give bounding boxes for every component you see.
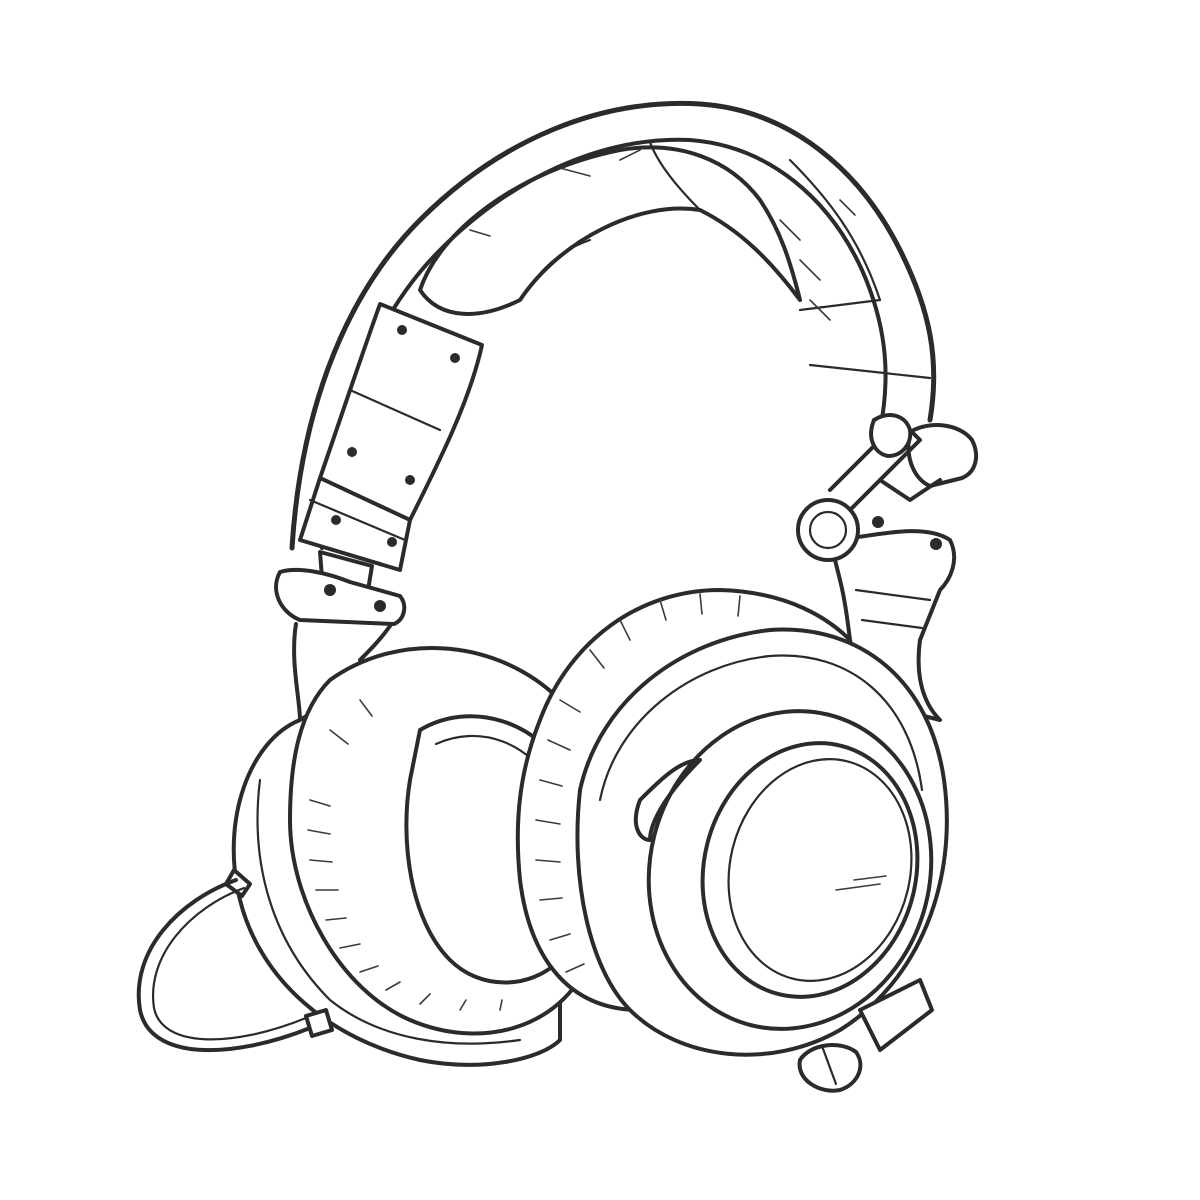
screw-icon bbox=[374, 600, 386, 612]
screw-icon bbox=[331, 515, 341, 525]
screw-icon bbox=[930, 538, 942, 550]
right-ear-cup bbox=[515, 588, 949, 1093]
screw-icon bbox=[450, 353, 460, 363]
screw-icon bbox=[397, 325, 407, 335]
left-slider bbox=[298, 302, 484, 592]
cable bbox=[136, 878, 334, 1053]
screw-icon bbox=[387, 537, 397, 547]
screw-icon bbox=[347, 447, 357, 457]
screw-icon bbox=[872, 516, 884, 528]
screw-icon bbox=[405, 475, 415, 485]
left-ear-cup bbox=[224, 646, 609, 1067]
pivot-knob bbox=[796, 498, 860, 562]
left-yoke bbox=[274, 567, 407, 722]
screw-icon bbox=[324, 584, 336, 596]
